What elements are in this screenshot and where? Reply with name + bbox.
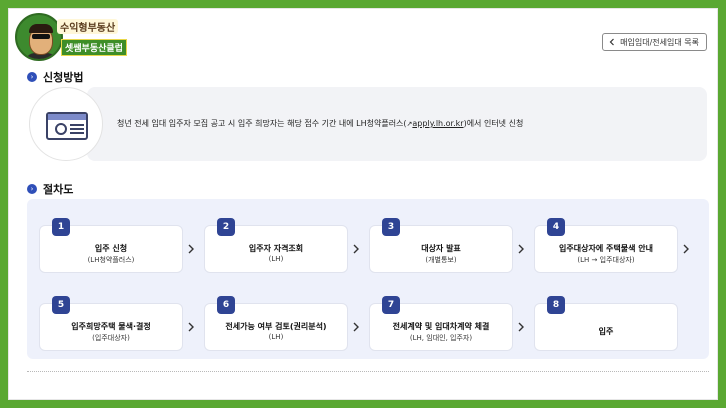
procedure-step: 8 입주 [534,296,678,351]
chevron-right-icon [188,244,194,254]
apply-text-after: )에서 인터넷 신청 [463,119,524,128]
apply-text-before: 청년 전세 임대 입주자 모집 공고 시 입주 희망자는 해당 접수 기간 내에… [117,119,407,128]
step-number-badge: 2 [217,218,235,236]
apply-section-heading: 신청방법 [43,71,84,84]
logo-text-bottom: 셋쌤부동산클럽 [61,39,127,56]
step-title: 입주희망주택 물색·결정 [71,322,151,331]
step-subtitle: (LH) [268,333,284,341]
logo-text-top: 수익형부동산 [57,19,119,34]
procedure-step: 2 입주자 자격조회 (LH) [204,218,348,273]
page-frame: 수익형부동산 셋쌤부동산클럽 매입임대/전세임대 목록 › 신청방법 청년 전세… [8,8,718,400]
step-title: 입주대상자에 주택물색 안내 [559,244,653,253]
chevron-right-circle-icon: › [27,72,37,82]
chevron-right-icon [518,322,524,332]
section-divider [27,371,709,372]
chevron-right-circle-icon: › [27,184,37,194]
back-to-list-button[interactable]: 매입임대/전세임대 목록 [602,33,707,51]
procedure-section-title: › 절차도 [27,181,73,197]
chevron-right-icon [188,322,194,332]
external-link-icon: ↗ [406,120,413,128]
procedure-step: 5 입주희망주택 물색·결정 (입주대상자) [39,296,183,351]
step-title: 입주자 자격조회 [248,244,304,253]
step-number-badge: 6 [217,296,235,314]
procedure-section-heading: 절차도 [43,183,74,196]
chevron-right-icon [518,244,524,254]
chevron-right-icon [353,244,359,254]
apply-section-title: › 신청방법 [27,69,83,85]
step-title: 입주 신청 [94,244,128,253]
step-title: 전세계약 및 임대차계약 체결 [392,322,490,331]
apply-description: 청년 전세 임대 입주자 모집 공고 시 입주 희망자는 해당 접수 기간 내에… [117,118,523,129]
step-subtitle: (입주대상자) [92,334,130,342]
step-number-badge: 8 [547,296,565,314]
logo-avatar [15,13,63,61]
step-title: 전세가능 여부 검토(권리분석) [225,322,327,331]
step-subtitle: (LH, 임대인, 입주자) [409,334,473,342]
step-title: 입주 [598,327,614,336]
apply-icon-circle [29,87,103,161]
apply-info-box: 청년 전세 임대 입주자 모집 공고 시 입주 희망자는 해당 접수 기간 내에… [87,87,707,161]
procedure-step: 7 전세계약 및 임대차계약 체결 (LH, 임대인, 입주자) [369,296,513,351]
site-logo[interactable]: 수익형부동산 셋쌤부동산클럽 [15,13,127,65]
step-number-badge: 1 [52,218,70,236]
step-number-badge: 3 [382,218,400,236]
step-number-badge: 7 [382,296,400,314]
step-subtitle: (LH) [268,255,284,263]
procedure-step: 6 전세가능 여부 검토(권리분석) (LH) [204,296,348,351]
procedure-step: 1 입주 신청 (LH청약플러스) [39,218,183,273]
chevron-right-icon [353,322,359,332]
apply-link[interactable]: apply.lh.or.kr [412,119,464,128]
procedure-area: 1 입주 신청 (LH청약플러스) 2 입주자 자격조회 (LH) 3 대상자 … [27,199,709,359]
step-subtitle: (LH청약플러스) [87,256,135,264]
step-subtitle: (LH → 입주대상자) [577,256,635,264]
step-number-badge: 4 [547,218,565,236]
chevron-left-icon [609,38,615,46]
procedure-step: 3 대상자 발표 (개별통보) [369,218,513,273]
step-subtitle: (개별통보) [425,256,457,264]
browser-check-icon [46,112,88,140]
step-title: 대상자 발표 [421,244,461,253]
step-number-badge: 5 [52,296,70,314]
back-to-list-label: 매입임대/전세임대 목록 [620,37,699,47]
procedure-step: 4 입주대상자에 주택물색 안내 (LH → 입주대상자) [534,218,678,273]
chevron-right-icon [683,244,689,254]
